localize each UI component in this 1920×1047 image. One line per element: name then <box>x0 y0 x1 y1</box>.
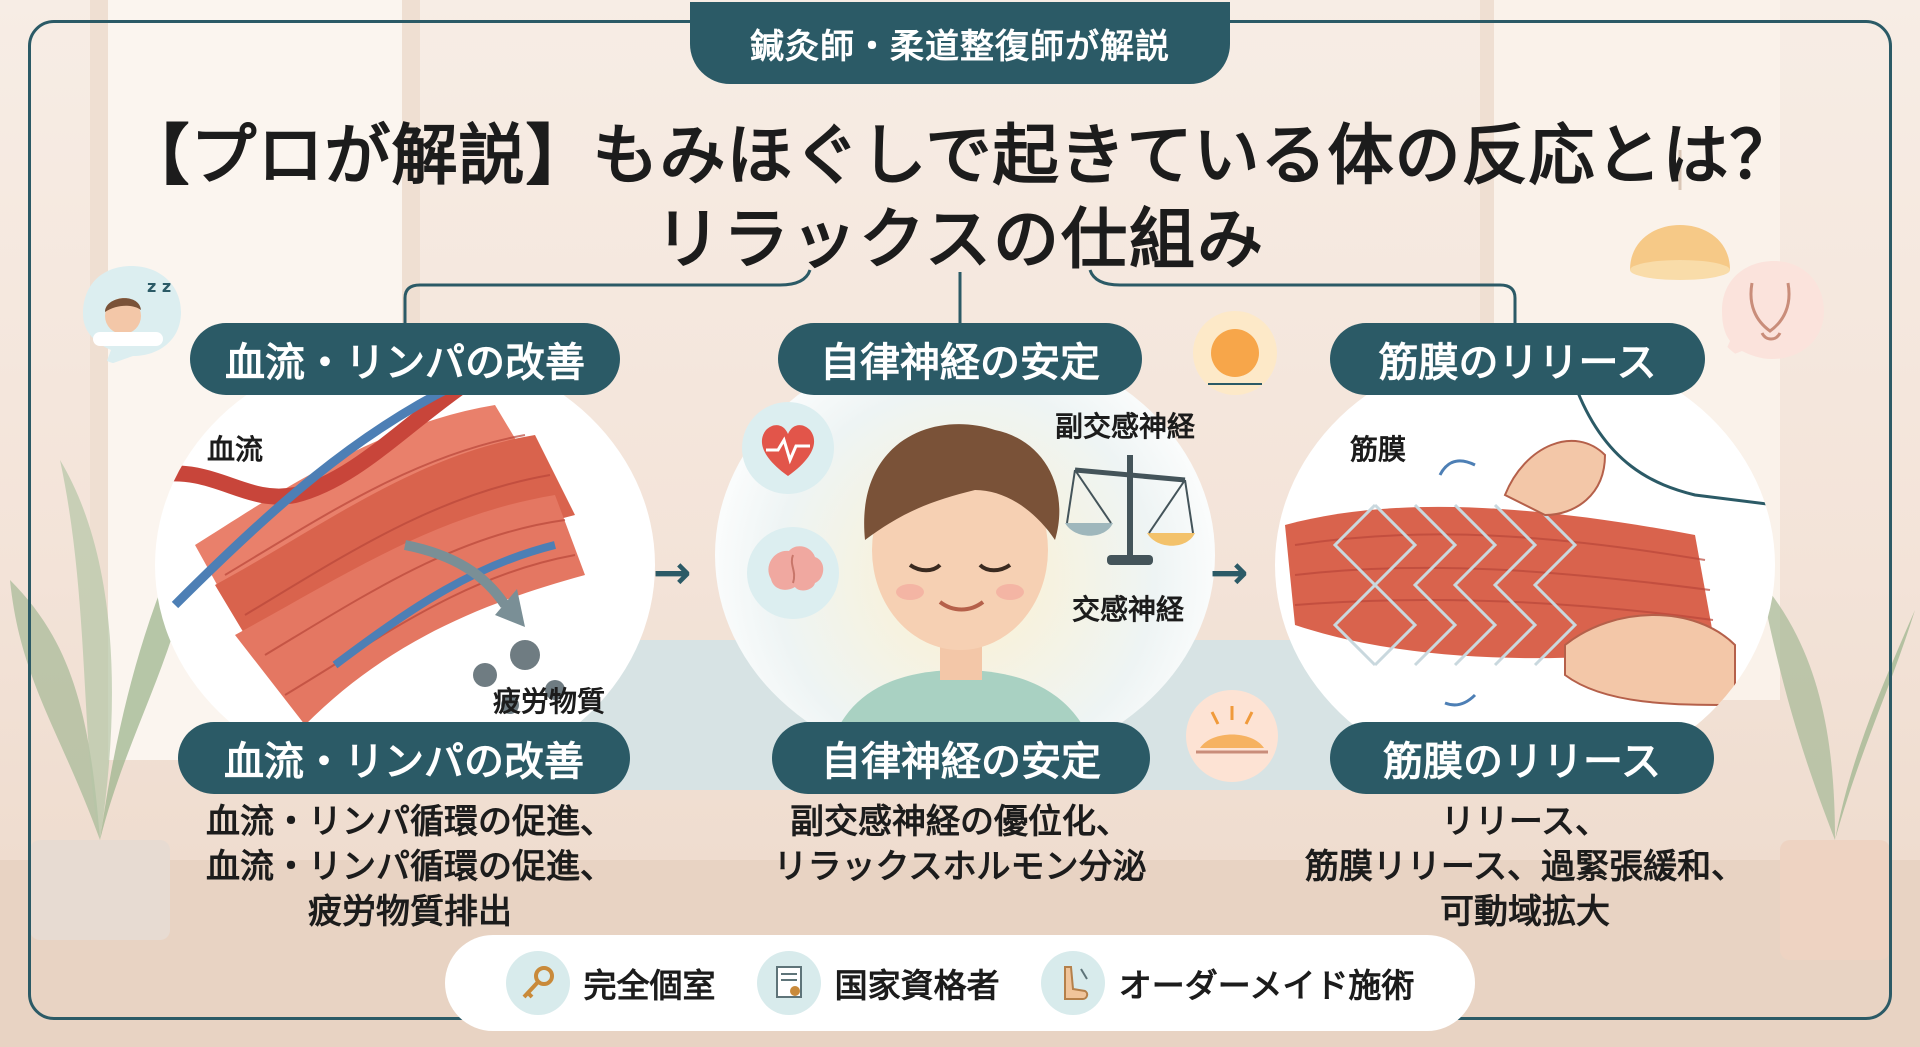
panel2-top-label: 自律神経の安定 <box>778 323 1142 395</box>
feature-label: オーダーメイド施術 <box>1118 966 1415 1005</box>
feature-custom-treatment: オーダーメイド施術 <box>1040 951 1415 1015</box>
panel3-description-line: リリース、 <box>1440 802 1610 842</box>
panel2-bottom-label: 自律神経の安定 <box>772 722 1150 794</box>
panel2-description-line: リラックスホルモン分泌 <box>773 847 1147 887</box>
panel1-bottom-label: 血流・リンパの改善 <box>178 722 630 794</box>
fatigue-substance-annotation: 疲労物質 <box>493 685 606 718</box>
balance-scale-icon <box>1065 455 1195 565</box>
arrow-right-icon-1: → <box>653 545 692 599</box>
feature-private-room: 完全個室 <box>505 951 716 1015</box>
plant-right-illustration <box>1760 580 1915 960</box>
brain-icon <box>747 527 839 619</box>
feature-licensed-staff: 国家資格者 <box>756 951 1000 1015</box>
svg-text:z z: z z <box>147 277 171 296</box>
heart-icon <box>742 402 834 494</box>
fascia-annotation: 筋膜 <box>1350 433 1407 466</box>
page-title-line2: リラックスの仕組み <box>654 201 1266 278</box>
panel2-description-line: 副交感神経の優位化、 <box>790 802 1130 842</box>
page-title-line1: 【プロが解説】もみほぐしで起きている体の反応とは？ <box>123 117 1797 194</box>
fascia-release-illustration-panel <box>1275 345 1775 785</box>
relaxed-person-illustration <box>825 424 1100 770</box>
sunrise-icon <box>1186 690 1278 782</box>
fascia-muscle-illustration <box>1285 345 1775 707</box>
lamp-illustration <box>1630 150 1730 280</box>
body-shape-icon <box>1722 261 1824 359</box>
foot-icon <box>1040 951 1105 1015</box>
panel2-description: 副交感神経の優位化、 リラックスホルモン分泌 <box>730 800 1190 890</box>
feature-label: 国家資格者 <box>834 966 1000 1005</box>
panel3-bottom-label: 筋膜のリリース <box>1330 722 1714 794</box>
arrow-right-icon-2: → <box>1210 545 1249 599</box>
panel1-description-line: 血流・リンパ循環の促進、 <box>206 847 614 887</box>
panel3-description: リリース、 筋膜リリース、過緊張緩和、 可動域拡大 <box>1270 800 1780 935</box>
header-badge: 鍼灸師・柔道整復師が解説 <box>690 2 1230 84</box>
panel3-description-line: 筋膜リリース、過緊張緩和、 <box>1304 847 1746 887</box>
panel3-description-line: 可動域拡大 <box>1440 892 1610 932</box>
sleeping-person-icon: z z <box>83 266 181 366</box>
panel1-top-label: 血流・リンパの改善 <box>190 323 620 395</box>
certificate-icon <box>756 951 821 1015</box>
sun-icon <box>1193 311 1277 395</box>
panel1-description-line: 血流・リンパ循環の促進、 <box>206 802 614 842</box>
panel1-description: 血流・リンパ循環の促進、 血流・リンパ循環の促進、 疲労物質排出 <box>150 800 670 935</box>
panel3-top-label: 筋膜のリリース <box>1330 323 1705 395</box>
feature-label: 完全個室 <box>583 966 716 1005</box>
parasympathetic-annotation: 副交感神経 <box>1055 410 1196 443</box>
features-footer: 完全個室 国家資格者 オーダーメイド施術 <box>445 935 1475 1031</box>
blood-flow-annotation: 血流 <box>207 433 264 466</box>
panel1-description-line: 疲労物質排出 <box>308 892 512 932</box>
blood-lymph-illustration-panel <box>155 345 655 785</box>
key-icon <box>505 951 570 1015</box>
muscle-fibers-illustration <box>155 345 585 725</box>
sympathetic-annotation: 交感神経 <box>1072 593 1185 626</box>
